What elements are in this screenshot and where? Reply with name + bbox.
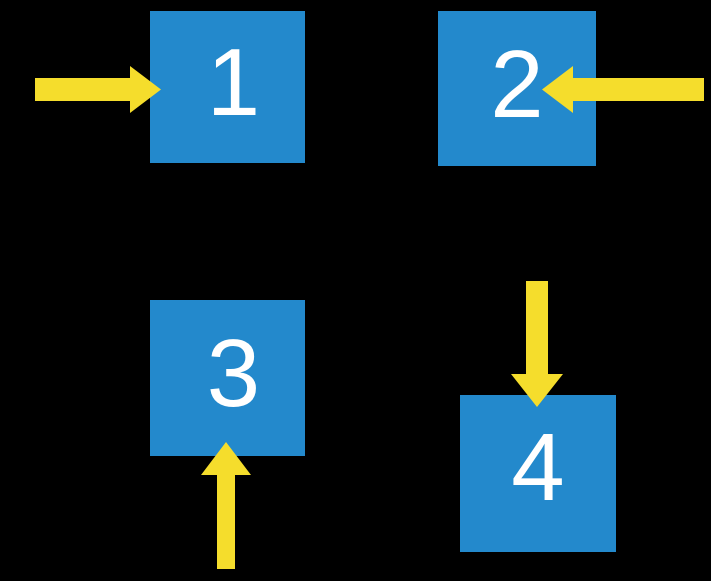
arrow-right-into-node-1-icon xyxy=(35,66,161,113)
node-label-1: 1 xyxy=(206,29,261,136)
arrow-down-into-node-4-icon xyxy=(511,281,563,407)
node-label-4: 4 xyxy=(511,413,565,521)
node-box-3[interactable]: 3 xyxy=(150,300,305,456)
node-label-2: 2 xyxy=(490,30,544,138)
node-box-1[interactable]: 1 xyxy=(150,11,305,163)
arrow-left-into-node-2-icon xyxy=(542,66,704,113)
node-box-4[interactable]: 4 xyxy=(460,395,616,552)
node-label-3: 3 xyxy=(206,320,261,427)
arrow-up-into-node-3-icon xyxy=(201,442,251,569)
